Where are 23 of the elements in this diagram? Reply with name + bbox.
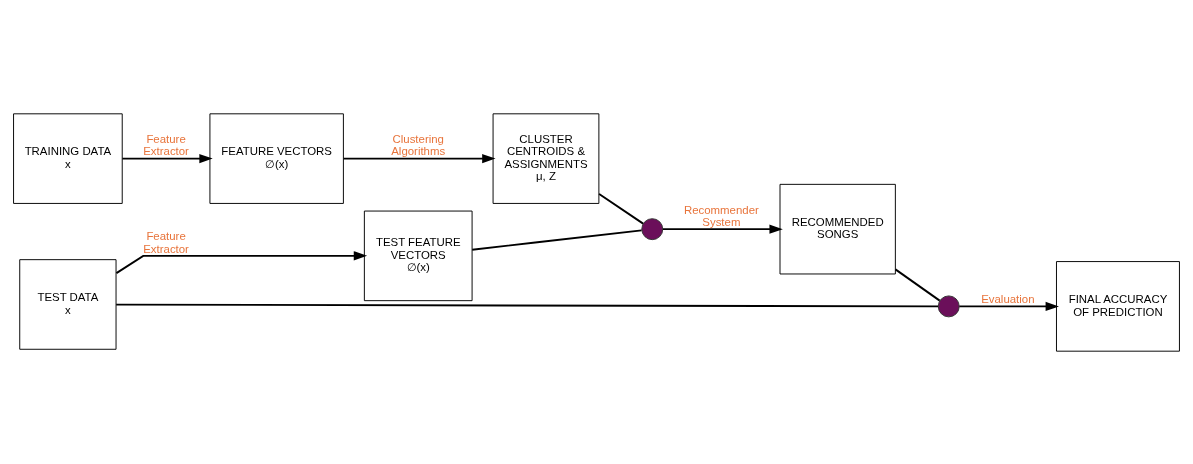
node-box: TEST FEATURE VECTORS ∅(x) [363,210,473,301]
node-circle [937,294,960,317]
node-box: RECOMMENDED SONGS [779,183,896,274]
node-box: TRAINING DATA x [13,112,123,204]
arrow [115,250,368,274]
edge-label: Feature Extractor [143,132,189,157]
connector [598,192,645,225]
edge-label: Feature Extractor [143,229,189,255]
arrow [342,153,496,163]
node-box: FINAL ACCURACY OF PREDICTION [1056,260,1180,352]
arrow [958,301,1059,311]
connector [471,228,643,251]
arrow [121,153,213,163]
edge-label: Clustering Algorithms [391,132,446,157]
node-circle [641,217,664,240]
connector [894,267,941,302]
node-box: FEATURE VECTORS ∅(x) [209,112,344,204]
arrow [661,224,783,234]
node-box: CLUSTER CENTROIDS & ASSIGNMENTS μ, Z [492,112,600,204]
node-box: TEST DATA x [19,258,117,350]
edge-label: Recommender System [683,203,759,228]
edge-label: Evaluation [981,292,1035,305]
connector [115,303,940,307]
